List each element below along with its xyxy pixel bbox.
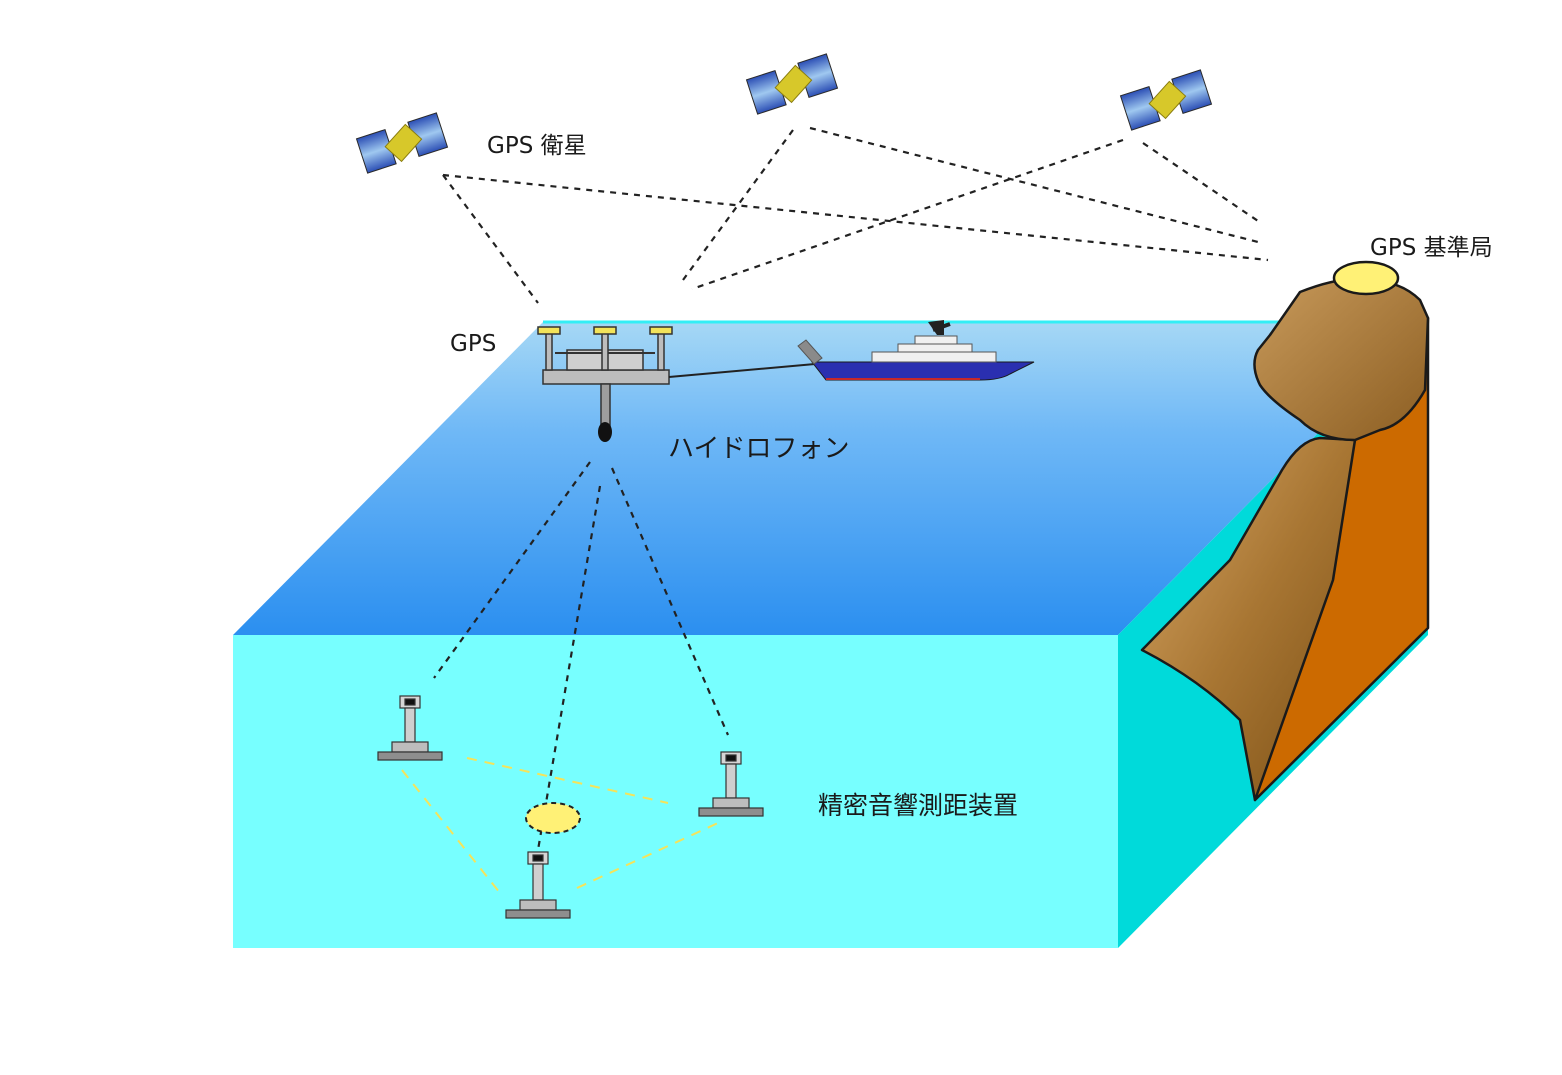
acoustic-lines bbox=[433, 461, 730, 851]
transponder-icon bbox=[698, 751, 764, 817]
sea-top-face bbox=[233, 322, 1428, 635]
satellite-signal-lines bbox=[442, 126, 1269, 304]
transponder-icon bbox=[505, 851, 571, 919]
label-gps-satellite: GPS 衛星 bbox=[487, 133, 587, 159]
label-acoustic-ranging-device: 精密音響測距装置 bbox=[818, 791, 1019, 820]
cliff-front-face bbox=[1140, 436, 1357, 802]
label-gps-reference-station: GPS 基準局 bbox=[1370, 235, 1493, 261]
satellite-icon bbox=[355, 112, 449, 174]
label-gps: GPS bbox=[450, 331, 497, 357]
signal-line bbox=[682, 129, 794, 281]
acoustic-line bbox=[536, 485, 602, 851]
gps-dome-icon bbox=[1332, 260, 1400, 296]
seafloor-links bbox=[401, 757, 719, 894]
coast-cliff bbox=[1140, 260, 1430, 802]
acoustic-line bbox=[610, 467, 730, 736]
transponder-icon bbox=[377, 695, 443, 761]
gps-buoy-icon bbox=[537, 326, 673, 427]
hydrophone-icon bbox=[598, 422, 612, 442]
ship-icon bbox=[797, 320, 1035, 381]
tow-line bbox=[668, 363, 816, 378]
signal-line bbox=[809, 126, 1263, 245]
signal-line bbox=[691, 138, 1124, 291]
array-center-marker bbox=[525, 802, 581, 834]
sea-front-face bbox=[233, 635, 1118, 948]
label-hydrophone: ハイドロフォン bbox=[668, 434, 850, 464]
signal-line bbox=[1142, 142, 1259, 222]
acoustic-line bbox=[433, 461, 591, 679]
satellite-icon bbox=[745, 53, 839, 115]
signal-line bbox=[442, 174, 539, 304]
satellite-icon bbox=[1119, 69, 1213, 131]
signal-line bbox=[442, 173, 1269, 262]
